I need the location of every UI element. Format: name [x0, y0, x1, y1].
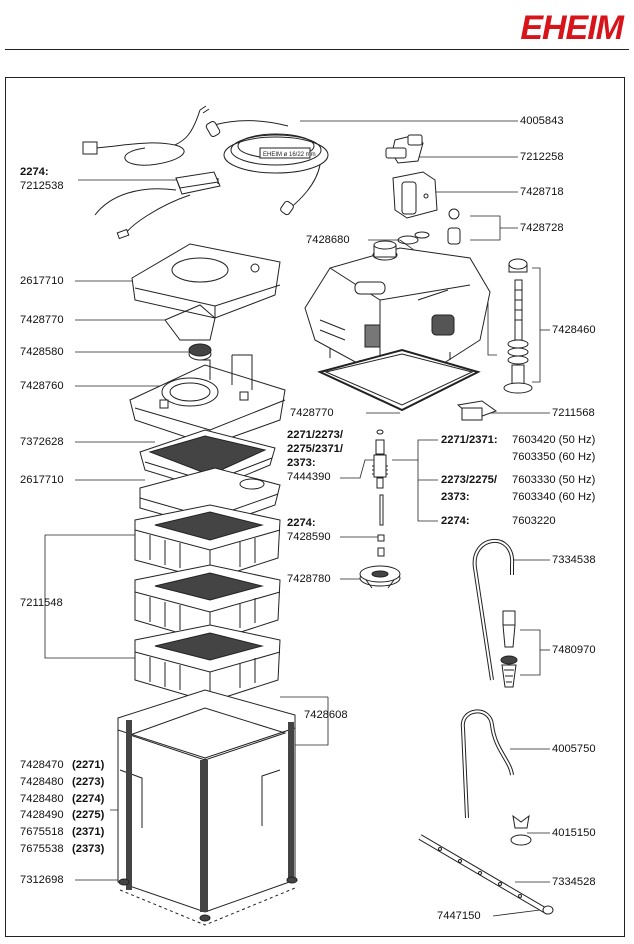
spray-bar	[418, 834, 554, 915]
eheim-logo: EHEIM	[511, 8, 626, 47]
model-label: 2275/2371/	[287, 443, 343, 455]
part-number-label: 7603330 (50 Hz)	[512, 474, 596, 486]
model-label: 2274:	[441, 515, 470, 527]
canister-model: (2373)	[72, 843, 105, 855]
eheim-logo-text: EHEIM	[520, 9, 624, 44]
model-label: 2271/2273/	[287, 429, 343, 441]
part-number-label: 7480970	[552, 644, 596, 656]
part-number-label: 7428780	[287, 573, 331, 585]
part-number-label: 4015150	[552, 827, 596, 839]
svg-text:EHEIM ø 16/22 mm: EHEIM ø 16/22 mm	[263, 152, 316, 158]
part-number-label: 7444390	[287, 471, 331, 483]
outlet-pipe	[472, 538, 515, 681]
part-number-label: 2617710	[20, 474, 64, 486]
canister-model: (2275)	[72, 809, 105, 821]
pump-head	[304, 240, 491, 412]
canister-model: (2274)	[72, 793, 105, 805]
media-basket-3	[134, 624, 281, 703]
intake-strainer	[500, 610, 518, 688]
part-number-label: 2617710	[20, 275, 64, 287]
part-number-label: 4005750	[552, 743, 596, 755]
intake-pipe	[460, 709, 514, 819]
filter-lid	[131, 243, 281, 319]
model-label: 2273/2275/	[441, 474, 497, 486]
model-label: 2274:	[20, 166, 49, 178]
canister-part-number: 7675518	[20, 826, 64, 838]
part-number-label: 7428580	[20, 346, 64, 358]
valve-adapter-top	[385, 134, 461, 245]
impeller-parts	[372, 429, 388, 557]
canister-part-number: 7428470	[20, 759, 64, 771]
part-number-label: 7428770	[290, 407, 334, 419]
canister-part-number: 7428480	[20, 776, 64, 788]
part-number-label: 7603340 (60 Hz)	[512, 491, 596, 503]
part-number-label: 7334528	[552, 876, 596, 888]
clip-bracket	[456, 400, 498, 421]
power-adapter	[82, 105, 221, 240]
canister-part-number: 7428490	[20, 809, 64, 821]
model-label: 2271/2371:	[441, 434, 498, 446]
part-number-label: 7603220	[512, 515, 556, 527]
model-label: 2373:	[441, 491, 470, 503]
upper-frame-with-handles	[129, 354, 286, 446]
model-label: 2373:	[287, 457, 316, 469]
part-number-label: 7212258	[520, 151, 564, 163]
part-number-label: 7428770	[20, 314, 64, 326]
part-number-label: 7211548	[20, 597, 63, 609]
part-number-label: 7428590	[287, 531, 331, 543]
part-number-label: 7428460	[552, 324, 596, 336]
part-number-label: 7428608	[304, 709, 348, 721]
part-number-label: 7428680	[306, 234, 350, 246]
part-number-label: 7334538	[552, 554, 596, 566]
part-number-label: 4005843	[520, 115, 564, 127]
header-rule	[5, 49, 629, 50]
canister-model: (2273)	[72, 776, 105, 788]
part-number-label: 7603350 (60 Hz)	[512, 451, 596, 463]
media-basket-1	[134, 504, 281, 581]
part-number-label: 7312698	[20, 874, 64, 886]
canister-part-number: 7428480	[20, 793, 64, 805]
canister-part-number: 7675538	[20, 843, 64, 855]
suction-cup-set	[503, 258, 533, 394]
canister-model: (2271)	[72, 759, 105, 771]
part-number-label: 7211568	[552, 407, 595, 419]
part-number-label: 7428760	[20, 380, 64, 392]
lid-gasket	[164, 304, 216, 341]
hose-coil: EHEIM ø 16/22 mm	[205, 120, 329, 216]
diagram-frame	[5, 77, 625, 937]
canister-housing	[117, 689, 298, 926]
impeller-cover	[359, 565, 401, 589]
part-number-label: 7447150	[437, 910, 481, 922]
model-label: 2274:	[287, 517, 316, 529]
suction-cup-clip	[510, 814, 532, 846]
part-number-label: 7212538	[20, 180, 64, 192]
knob	[188, 343, 212, 361]
part-number-label: 7603420 (50 Hz)	[512, 434, 596, 446]
part-number-label: 7428718	[520, 186, 564, 198]
canister-model: (2371)	[72, 826, 105, 838]
part-number-label: 7372628	[20, 436, 64, 448]
part-number-label: 7428728	[520, 222, 564, 234]
